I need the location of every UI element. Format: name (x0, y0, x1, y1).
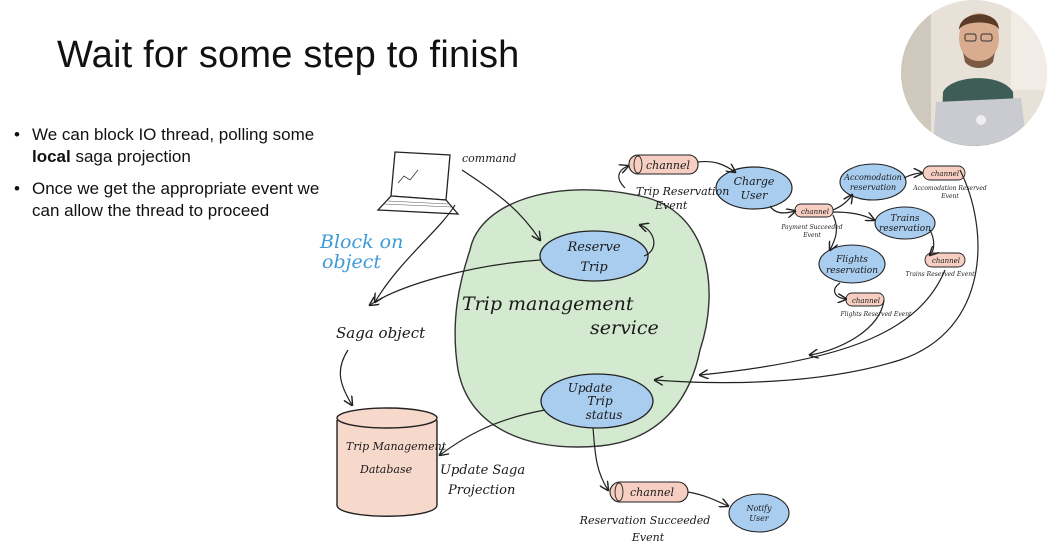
trains-label-1: Trains (891, 214, 920, 224)
bold-word: local (32, 147, 71, 166)
bullet-item: We can block IO thread, polling some loc… (14, 124, 334, 168)
channel-6: channel (609, 481, 689, 503)
object-label: object (322, 251, 381, 273)
accom-label-2: reservation (850, 183, 896, 192)
update-trip-node (540, 373, 654, 429)
charge-label-2: User (741, 189, 768, 202)
channel-label: channel (646, 159, 690, 172)
accom-label-1: Accomodation (843, 173, 902, 182)
bullet-list: We can block IO thread, polling some loc… (14, 124, 334, 232)
bullet-item: Once we get the appropriate event we can… (14, 178, 334, 222)
channel-3: channel (922, 165, 966, 181)
payment-event-label-2: Event (802, 232, 821, 239)
service-label-2: service (590, 317, 659, 339)
trains-event-label: Trains Reserved Event (905, 271, 975, 278)
db-label-2: Database (359, 463, 413, 476)
arrows (339, 160, 979, 506)
res-event-label-2: Event (631, 531, 665, 544)
charge-user-node (715, 166, 793, 210)
command-label: command (462, 152, 516, 165)
update-label-1: Update (568, 381, 613, 395)
slide-title: Wait for some step to finish (57, 34, 520, 76)
flights-label-2: reservation (826, 266, 878, 276)
notify-label-2: User (749, 514, 770, 523)
res-event-label-1: Reservation Succeeded (579, 514, 711, 527)
channel-label: channel (630, 486, 674, 499)
presenter-image (901, 0, 1047, 146)
database-icon (336, 407, 438, 517)
reserve-label-2: Trip (580, 260, 608, 275)
channel-label: channel (932, 257, 960, 265)
service-label-1: Trip management (462, 293, 634, 315)
channel-label: channel (852, 297, 880, 305)
block-on-label: Block on (319, 231, 403, 253)
channel-label: channel (801, 208, 829, 216)
update-saga-label-2: Projection (447, 483, 515, 498)
payment-event-label-1: Payment Succeeded (780, 224, 842, 231)
reserve-label-1: Reserve (566, 240, 620, 255)
update-label-3: status (586, 408, 623, 422)
channel-4: channel (924, 252, 966, 268)
charge-label-1: Charge (734, 175, 775, 188)
channel-label: channel (931, 170, 959, 178)
notify-label-1: Notify (745, 504, 772, 513)
accom-node (839, 163, 907, 201)
flights-label-1: Flights (835, 255, 868, 265)
trip-event-label-2: Event (654, 199, 688, 212)
channel-1: channel (628, 154, 699, 175)
channel-5: channel (845, 292, 885, 307)
accom-event-label-1: Accomodation Reserved (912, 185, 987, 192)
flights-event-label: Flights Reserved Event (840, 311, 913, 318)
trip-event-label-1: Trip Reservation (636, 185, 729, 198)
presenter-webcam (901, 0, 1047, 146)
trains-node (874, 206, 936, 240)
laptop-icon (376, 151, 460, 215)
notify-user-node (728, 493, 790, 533)
update-saga-label-1: Update Saga (440, 463, 525, 478)
channel-2: channel (794, 203, 834, 218)
accom-event-label-2: Event (940, 193, 959, 200)
db-label-1: Trip Management (346, 440, 447, 453)
update-label-2: Trip (587, 394, 613, 408)
saga-object-label: Saga object (336, 324, 426, 342)
trains-label-2: reservation (879, 224, 931, 234)
reserve-trip-node (539, 230, 649, 282)
flights-node (818, 244, 886, 284)
